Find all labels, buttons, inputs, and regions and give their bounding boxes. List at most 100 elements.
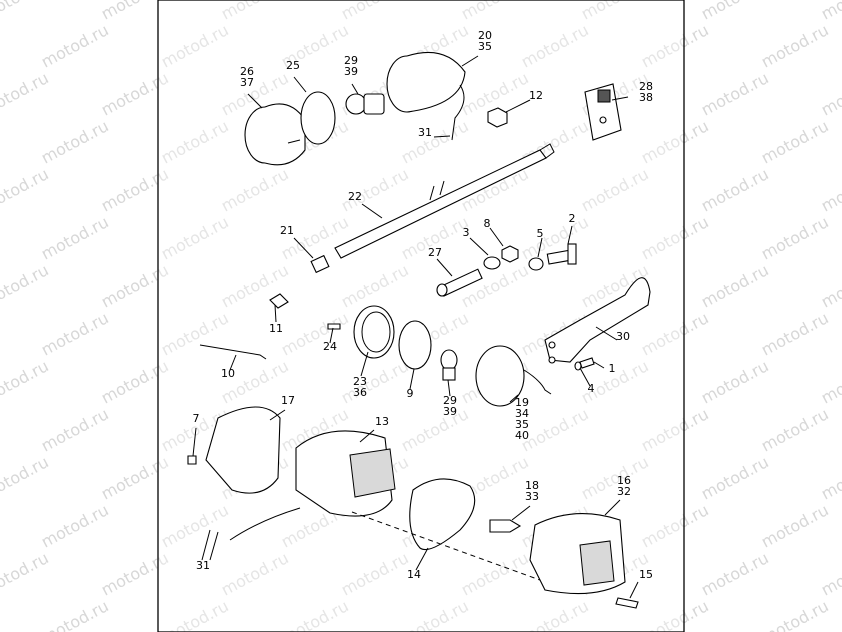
callout-number: 2 (569, 212, 576, 225)
callout-number: 5 (537, 227, 544, 240)
callout-c31b: 31 (196, 559, 210, 572)
tail-lamp-part (229, 430, 396, 541)
wire-part (199, 344, 267, 360)
watermark-text: motod.ru (698, 452, 772, 503)
watermark-text: motod.ru (818, 0, 842, 24)
watermark-text: motod.ru (0, 164, 52, 215)
callout-number: 26 (240, 65, 254, 78)
callout-number: 27 (428, 246, 442, 259)
watermark-text: motod.ru (698, 0, 772, 24)
callout-number: 39 (344, 65, 358, 78)
nut-part (487, 107, 508, 128)
gasket-9-part (398, 320, 432, 370)
callout-c8: 8 (484, 217, 491, 230)
callout-c17: 17 (281, 394, 295, 407)
housing-part (386, 51, 466, 141)
watermark-text: motod.ru (0, 356, 52, 407)
callout-number: 32 (617, 485, 631, 498)
bolt-part (436, 268, 483, 297)
callout-number: 15 (639, 568, 653, 581)
watermark-text: motod.ru (38, 212, 112, 263)
callout-number: 12 (529, 89, 543, 102)
bulb-lower-part (440, 349, 458, 381)
screw-7-part (187, 455, 197, 465)
callout-c9: 9 (407, 387, 414, 400)
tail-gasket-part (409, 478, 476, 551)
callout-number: 38 (639, 91, 653, 104)
watermark-text: motod.ru (38, 116, 112, 167)
watermark-text: motod.ru (818, 68, 842, 119)
callout-number: 10 (221, 367, 235, 380)
switch-block-part (584, 83, 622, 141)
callout-c5: 5 (537, 227, 544, 240)
watermark-text: motod.ru (758, 212, 832, 263)
watermark-text: motod.ru (758, 308, 832, 359)
gasket-ring-part (300, 91, 336, 145)
callout-number: 25 (286, 59, 300, 72)
callout-number: 4 (588, 382, 595, 395)
callout-c10: 10 (221, 367, 235, 380)
callout-number: 35 (478, 40, 492, 53)
callout-number: 30 (616, 330, 630, 343)
lens-frame-part (205, 406, 281, 494)
callout-number: 40 (515, 429, 529, 442)
watermark-text: motod.ru (698, 356, 772, 407)
callout-number: 17 (281, 394, 295, 407)
watermark-text: motod.ru (758, 116, 832, 167)
bezel-ring-part (353, 305, 395, 359)
screw-part (546, 243, 577, 265)
callout-c7: 7 (193, 412, 200, 425)
callout-number: 36 (353, 386, 367, 399)
watermark-text: motod.ru (818, 452, 842, 503)
watermark-text: motod.ru (38, 500, 112, 551)
callout-c11: 11 (269, 322, 283, 335)
screw-15-part (615, 597, 639, 609)
callout-number: 34 (515, 407, 529, 420)
callout-number: 24 (323, 340, 337, 353)
washer-part (483, 256, 501, 270)
watermark-text: motod.ru (38, 596, 112, 632)
lens-16-part (529, 513, 626, 595)
callout-c1: 1 (609, 362, 616, 375)
callout-number: 33 (525, 490, 539, 503)
watermark-text: motod.ru (38, 404, 112, 455)
callout-c12: 12 (529, 89, 543, 102)
callout-c4: 4 (588, 382, 595, 395)
callout-number: 39 (443, 405, 457, 418)
callout-c3: 3 (463, 226, 470, 239)
lens-cap-part (244, 103, 306, 166)
callout-number: 11 (269, 322, 283, 335)
watermark-text: motod.ru (698, 548, 772, 599)
watermark-text: motod.ru (758, 500, 832, 551)
callout-c30: 30 (616, 330, 630, 343)
watermark-text: motod.ru (0, 68, 52, 119)
watermark-text: motod.ru (758, 596, 832, 632)
nut-small-part (501, 245, 519, 263)
callout-number: 35 (515, 418, 529, 431)
callout-c15: 15 (639, 568, 653, 581)
callout-number: 31 (418, 126, 432, 139)
bar-part (310, 143, 555, 274)
watermark-text: motod.ru (0, 0, 52, 24)
callout-number: 23 (353, 375, 367, 388)
lamp-part (475, 345, 552, 407)
watermark-text: motod.ru (818, 260, 842, 311)
bracket-part (544, 277, 651, 364)
callout-number: 18 (525, 479, 539, 492)
callout-number: 29 (443, 394, 457, 407)
callout-number: 29 (344, 54, 358, 67)
callout-c31a: 31 (418, 126, 432, 139)
watermark-text: motod.ru (758, 404, 832, 455)
callout-number: 31 (196, 559, 210, 572)
watermark-text: motod.ru (698, 164, 772, 215)
callout-number: 28 (639, 80, 653, 93)
watermark-text: motod.ru (698, 260, 772, 311)
